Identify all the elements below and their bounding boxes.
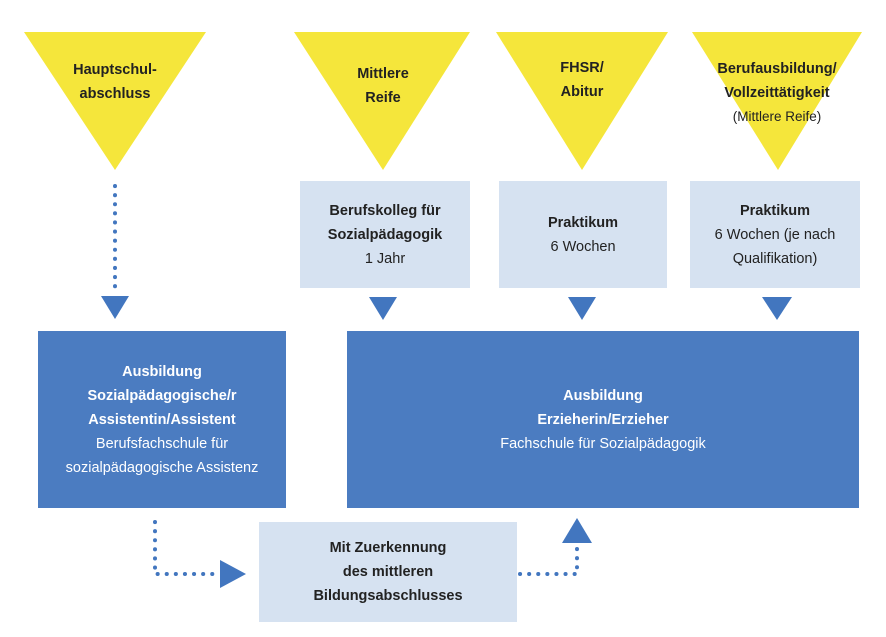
prereq-label-berufskolleg: Berufskolleg für Sozialpädagogik 1 Jahr xyxy=(300,181,470,288)
bridge-box xyxy=(259,522,517,622)
entry-label-line: Hauptschul- xyxy=(73,62,157,78)
entry-label-hauptschulabschluss: Hauptschul- abschluss xyxy=(40,52,190,112)
dotted-connector-bridge-to-educator xyxy=(518,544,579,576)
prereq-detail: Qualifikation) xyxy=(732,250,818,267)
bridge-line: des mittleren xyxy=(342,564,434,580)
arrow-down-hauptschule xyxy=(101,296,129,319)
prereq-title: Praktikum xyxy=(739,202,811,219)
prereq-title: Berufskolleg für xyxy=(329,202,441,219)
prereq-label-praktikum-qualifikation: Praktikum 6 Wochen (je nach Qualifikatio… xyxy=(690,181,860,288)
entry-label-line: Mittlere xyxy=(357,66,409,82)
entry-triangle-berufausbildung xyxy=(692,32,862,170)
entry-triangle-fhsr-abitur xyxy=(496,32,668,170)
arrow-down-praktikum xyxy=(568,297,596,320)
educator-subtitle: Fachschule für Sozialpädagogik xyxy=(500,435,706,452)
assistant-title: Assistentin/Assistent xyxy=(88,411,236,428)
prereq-box-praktikum-qualifikation xyxy=(690,181,860,288)
prereq-detail: 6 Wochen (je nach xyxy=(714,226,836,243)
educator-title: Erzieherin/Erzieher xyxy=(537,411,669,428)
arrow-right-to-bridge xyxy=(220,560,246,588)
educator-training-label: Ausbildung Erzieherin/Erzieher Fachschul… xyxy=(347,331,859,508)
prereq-box-berufskolleg xyxy=(300,181,470,288)
entry-label-note: (Mittlere Reife) xyxy=(732,109,822,124)
entry-triangle-mittlere-reife xyxy=(294,32,470,170)
prereq-title: Sozialpädagogik xyxy=(327,226,443,243)
assistant-subtitle: sozialpädagogische Assistenz xyxy=(65,459,259,476)
assistant-title: Ausbildung xyxy=(122,363,202,380)
arrow-up-to-educator xyxy=(562,518,592,543)
entry-label-line: abschluss xyxy=(79,86,151,102)
entry-triangle-hauptschulabschluss xyxy=(24,32,206,170)
arrow-down-praktikum-qualifikation xyxy=(762,297,792,320)
entry-label-fhsr-abitur: FHSR/ Abitur xyxy=(507,50,657,110)
entry-label-line: Abitur xyxy=(560,84,604,100)
entry-label-line: FHSR/ xyxy=(560,60,604,76)
bridge-line: Mit Zuerkennung xyxy=(329,540,447,556)
entry-label-line: Reife xyxy=(365,90,401,106)
bridge-label: Mit Zuerkennung des mittleren Bildungsab… xyxy=(259,522,517,622)
entry-label-berufausbildung: Berufausbildung/ Vollzeittätigkeit (Mitt… xyxy=(692,55,862,131)
entry-label-line: Vollzeittätigkeit xyxy=(724,85,830,101)
bridge-line: Bildungsabschlusses xyxy=(313,588,463,604)
arrow-down-berufskolleg xyxy=(369,297,397,320)
educator-title: Ausbildung xyxy=(563,387,643,404)
assistant-title: Sozialpädagogische/r xyxy=(87,387,237,404)
assistant-training-box xyxy=(38,331,286,508)
assistant-subtitle: Berufsfachschule für xyxy=(95,435,229,452)
entry-label-line: Berufausbildung/ xyxy=(717,61,837,77)
dotted-connector-assistant-to-bridge xyxy=(153,520,220,576)
prereq-label-praktikum: Praktikum 6 Wochen xyxy=(499,181,667,288)
assistant-training-label: Ausbildung Sozialpädagogische/r Assisten… xyxy=(38,331,286,508)
prereq-title: Praktikum xyxy=(547,214,619,231)
prereq-box-praktikum xyxy=(499,181,667,288)
prereq-detail: 1 Jahr xyxy=(364,250,406,267)
entry-label-mittlere-reife: Mittlere Reife xyxy=(308,56,458,116)
prereq-detail: 6 Wochen xyxy=(550,238,616,255)
educator-training-box xyxy=(347,331,859,508)
